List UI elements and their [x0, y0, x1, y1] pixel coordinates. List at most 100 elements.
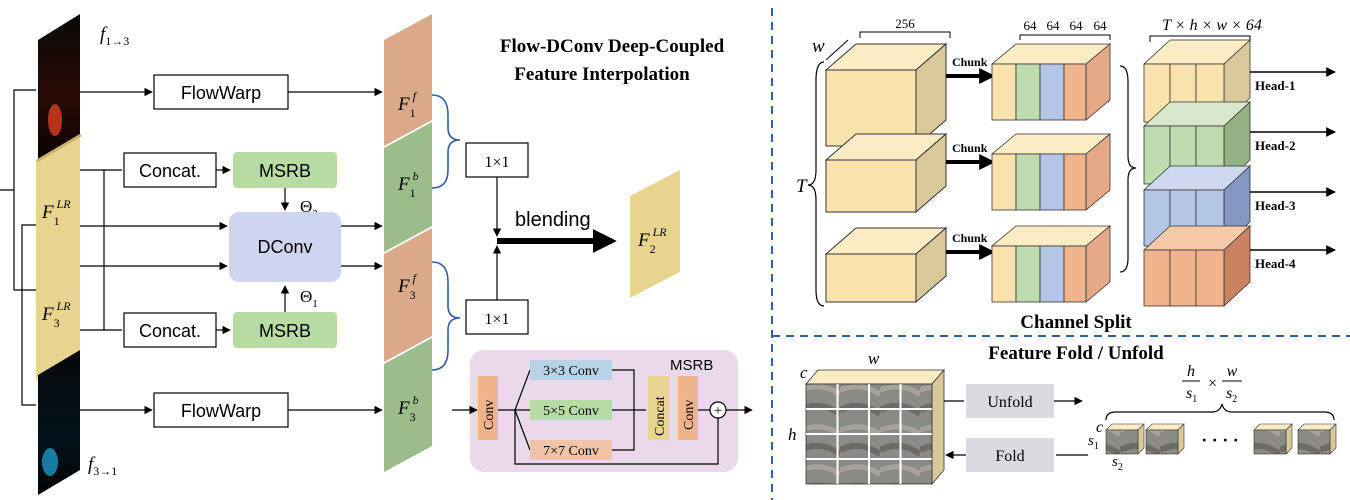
patch-4 [1297, 423, 1337, 455]
svg-text:Concat: Concat [653, 396, 668, 436]
flow-label-top: f1→3 [100, 24, 129, 48]
svg-text:Fold: Fold [995, 448, 1024, 465]
svg-text:Unfold: Unfold [987, 394, 1032, 411]
head-4-label: Head-4 [1255, 256, 1296, 271]
msrb-conv-left [478, 376, 498, 440]
concat-bottom-label: Concat. [139, 321, 201, 341]
fold-caption: Feature Fold / Unfold [988, 343, 1164, 364]
blending-label: blending [515, 209, 591, 231]
feature-3b [384, 338, 432, 472]
head-stack-4 [1142, 225, 1252, 307]
big-cube-3 [824, 226, 948, 304]
msrb-conv-right [678, 376, 698, 440]
channel-split-caption: Channel Split [1020, 312, 1132, 333]
svg-text:T: T [796, 176, 808, 197]
chunked-cube-row2 [990, 133, 1112, 211]
flowwarp-bottom-label: FlowWarp [181, 401, 261, 421]
svg-text:64: 64 [1024, 18, 1038, 33]
feature-1b [384, 122, 432, 252]
patch-2 [1145, 423, 1185, 455]
svg-text:Conv: Conv [482, 400, 497, 430]
dconv-box [229, 212, 341, 282]
svg-text:64: 64 [1070, 18, 1084, 33]
T-brace [807, 61, 825, 307]
heads-brace [1119, 65, 1137, 273]
flow-blob-blue [42, 448, 58, 476]
svg-text:s2: s2 [1226, 385, 1237, 405]
head-2-label: Head-2 [1255, 138, 1295, 153]
aerial-feature-cube [805, 368, 945, 486]
svg-text:s1: s1 [1088, 433, 1099, 452]
svg-text:Conv: Conv [682, 400, 697, 430]
flow-label-bottom: f3→1 [88, 454, 117, 478]
tree-bracket-2 [21, 224, 36, 406]
frame-f3-label: F3LR [41, 299, 71, 330]
chunked-cube-row3 [990, 225, 1112, 303]
svg-text:w: w [812, 36, 825, 57]
svg-text:h: h [1187, 363, 1195, 380]
concat-bottom-box [123, 312, 217, 348]
svg-text:s1: s1 [1186, 385, 1197, 405]
flowwarp-top-label: FlowWarp [181, 83, 261, 103]
svg-text:F1b: F1b [397, 169, 419, 200]
patches-brace [1105, 403, 1335, 421]
svg-text:Chunk: Chunk [952, 141, 988, 155]
msrb-bottom-label: MSRB [259, 321, 311, 341]
svg-text:c: c [1096, 419, 1103, 436]
svg-text:256: 256 [895, 16, 915, 31]
svg-text:64: 64 [1094, 18, 1108, 33]
patch-1 [1105, 423, 1145, 455]
svg-text:5×5 Conv: 5×5 Conv [543, 404, 599, 419]
big-cube-1 [824, 42, 948, 148]
title-line1: Flow-DConv Deep-Coupled [500, 36, 725, 57]
svg-text:F3f: F3f [397, 271, 418, 302]
msrb-detail-title: MSRB [670, 357, 713, 374]
svg-text:Chunk: Chunk [952, 55, 988, 69]
msrb-top-box [233, 152, 337, 188]
svg-text:h: h [788, 425, 797, 444]
title-line2: Feature Interpolation [514, 64, 690, 85]
brace-bottom [431, 261, 461, 371]
chunked-cube-row1 [990, 43, 1112, 121]
frame-f3-lr [36, 244, 80, 380]
svg-text:F3b: F3b [397, 393, 419, 424]
dims-label: T × h × w × 64 [1162, 17, 1262, 34]
brace-top [431, 94, 461, 189]
svg-text:64: 64 [1047, 18, 1061, 33]
output-f2-lr [630, 170, 680, 298]
head-1-label: Head-1 [1255, 78, 1295, 93]
dconv-label: DConv [257, 237, 312, 257]
conv1x1-top-label: 1×1 [484, 154, 509, 171]
concat-top-box [123, 152, 217, 188]
fold-box [966, 438, 1054, 472]
unfold-box [966, 384, 1054, 418]
flow-blob-red [48, 104, 62, 136]
svg-text:+: + [714, 403, 722, 419]
conv1x1-bottom-label: 1×1 [484, 311, 509, 328]
svg-text:3×3 Conv: 3×3 Conv [543, 364, 599, 379]
svg-text:F2LR: F2LR [637, 225, 667, 256]
theta1-label: Θ1 [300, 287, 318, 310]
tree-bracket [0, 89, 36, 291]
concat-top-label: Concat. [139, 161, 201, 181]
head-stack-2 [1142, 101, 1252, 185]
msrb-conv5 [530, 400, 612, 420]
feature-3f [384, 228, 432, 362]
svg-text:Chunk: Chunk [952, 231, 988, 245]
frame-f1-label: F1LR [41, 197, 71, 228]
big-cube-2 [824, 132, 948, 214]
msrb-bottom-box [233, 312, 337, 348]
conv1x1-top-box [465, 142, 529, 178]
msrb-top-label: MSRB [259, 161, 311, 181]
patch-3 [1253, 423, 1293, 455]
flowwarp-top-box [153, 74, 289, 110]
svg-text:s2: s2 [1112, 454, 1123, 473]
svg-text:c: c [800, 363, 808, 382]
frame-f1-lr [36, 134, 80, 280]
feature-1f [384, 14, 432, 146]
flowwarp-bottom-box [153, 392, 289, 428]
flow-image-3to1 [38, 350, 80, 495]
svg-text:w: w [868, 349, 880, 368]
svg-text:F1f: F1f [397, 89, 418, 120]
